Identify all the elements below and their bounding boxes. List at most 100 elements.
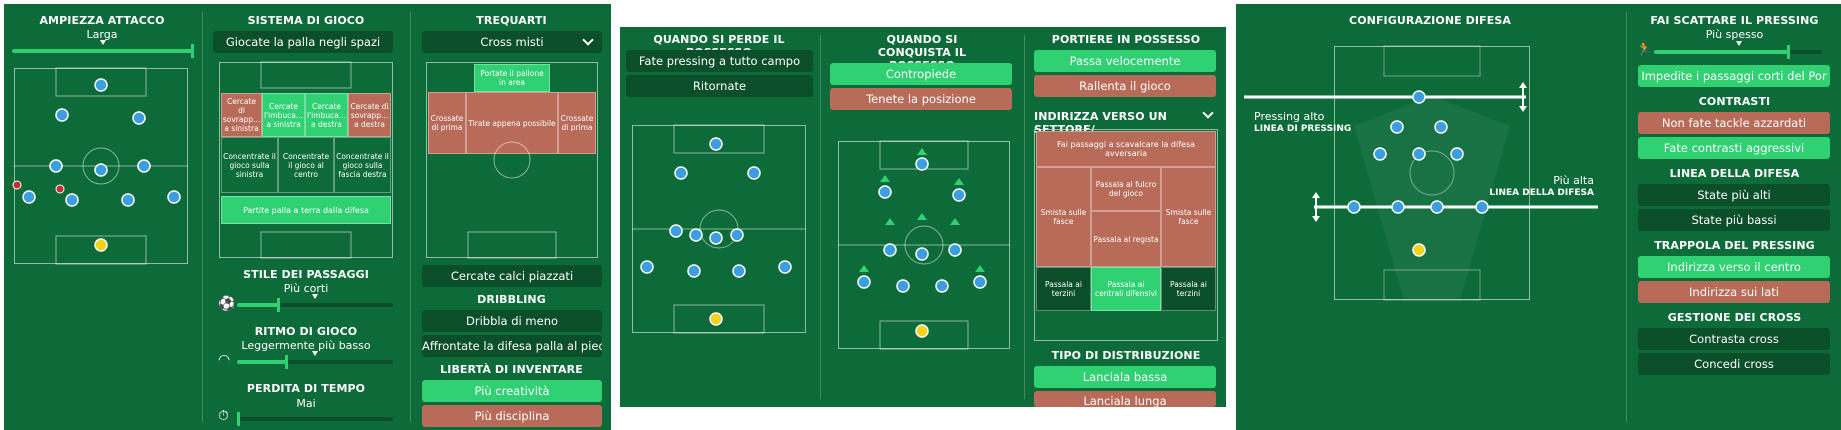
zone-through-right[interactable]: Cercate l'imbuca... a destra <box>305 93 348 137</box>
player-dot <box>948 243 962 257</box>
zone-wings-left[interactable]: Smista sulle fasce <box>1036 167 1091 267</box>
more-discipline-button[interactable]: Più disciplina <box>422 405 602 427</box>
zone-focus-right[interactable]: Concentrate il gioco sulla fascia destra <box>334 137 391 193</box>
zone-playmaker[interactable]: Passala al regista <box>1091 211 1161 267</box>
trap-outside-button[interactable]: Indirizza sui lati <box>1638 281 1830 303</box>
defensive-line-title: LINEA DELLA DIFESA <box>1669 167 1800 180</box>
player-dot <box>22 190 36 204</box>
tempo-slider[interactable] <box>237 351 393 369</box>
stay-on-feet-button[interactable]: Non fate tackle azzardati <box>1638 112 1830 134</box>
regroup-button[interactable]: Ritornate <box>626 75 813 97</box>
run-at-defence-button[interactable]: Affrontate la difesa palla al piede <box>422 335 602 357</box>
forward-arrow-icon <box>954 178 964 185</box>
divider <box>820 35 821 399</box>
player-dot <box>747 166 761 180</box>
slider-knob[interactable] <box>191 44 194 58</box>
crossing-dropdown[interactable]: Cross misti <box>422 31 602 53</box>
slider-knob[interactable] <box>1787 45 1790 59</box>
slider-fill <box>1654 50 1789 54</box>
attack-width-title: AMPIEZZA ATTACCO <box>39 14 165 27</box>
zone-wings-right[interactable]: Smista sulle fasce <box>1161 167 1216 267</box>
attack-width-slider[interactable] <box>12 40 194 58</box>
step-up-button[interactable]: State più alti <box>1638 184 1830 206</box>
get-stuck-in-button[interactable]: Fate contrasti aggressivi <box>1638 137 1830 159</box>
play-system-dropdown[interactable]: Giocate la palla negli spazi <box>213 31 393 53</box>
defensive-lines[interactable] <box>1236 4 1624 304</box>
player-dot <box>137 159 151 173</box>
tempo-title: RITMO DI GIOCO <box>254 325 358 338</box>
player-dot <box>883 243 897 257</box>
stop-crosses-button[interactable]: Contrasta cross <box>1638 328 1830 350</box>
player-dot <box>49 159 63 173</box>
slider-knob[interactable] <box>285 355 288 369</box>
zone-centre-backs[interactable]: Passala ai centrali difensivi <box>1091 267 1161 311</box>
slider-fill <box>12 49 194 53</box>
player-dot <box>65 193 79 207</box>
zone-overlap-left[interactable]: Cercate di sovrapp... a sinistra <box>221 93 262 137</box>
invite-crosses-button[interactable]: Concedi cross <box>1638 353 1830 375</box>
zone-focus-left[interactable]: Concentrate il gioco sulla sinistra <box>221 137 278 193</box>
attack-width-value: Larga <box>86 28 118 41</box>
zone-early-cross-right[interactable]: Crossate di prima <box>558 92 596 154</box>
drop-off-button[interactable]: State più bassi <box>1638 209 1830 231</box>
distribution-type-title: TIPO DI DISTRIBUZIONE <box>1051 349 1201 362</box>
long-kicks-button[interactable]: Lanciala lunga <box>1034 391 1216 407</box>
win-possession-pitch-lines <box>838 140 1010 350</box>
play-system-title: SISTEMA DI GIOCO <box>247 14 365 27</box>
player-dot <box>732 264 746 278</box>
prevent-short-gk-button[interactable]: Impedite i passaggi corti del Por <box>1638 65 1830 87</box>
player-dot <box>167 190 181 204</box>
counter-button[interactable]: Contropiede <box>830 63 1012 85</box>
attack-width-section: AMPIEZZA ATTACCO Larga <box>4 4 200 430</box>
defensive-shape-pitch-lines <box>1354 45 1510 301</box>
hold-shape-button[interactable]: Tenete la posizione <box>830 88 1012 110</box>
player-dot <box>1430 200 1444 214</box>
zone-overlap-right[interactable]: Cercate di sovrapp... a destra <box>348 93 391 137</box>
creative-freedom-title: LIBERTÀ DI INVENTARE <box>440 363 583 376</box>
player-dot <box>669 224 683 238</box>
counter-press-button[interactable]: Fate pressing a tutto campo <box>626 50 813 72</box>
trigger-press-slider[interactable] <box>1654 41 1822 59</box>
dribble-less-button[interactable]: Dribbla di meno <box>422 310 602 332</box>
arrow-down-icon <box>1519 106 1527 112</box>
play-system-pitch-lines <box>260 61 352 259</box>
lose-possession-section: QUANDO SI PERDE IL POSSESSO Fate pressin… <box>620 27 818 407</box>
forward-arrow-icon <box>880 175 890 182</box>
zone-pass-into-space[interactable]: Fai passaggi a scavalcare la difesa avve… <box>1036 131 1216 167</box>
trigger-press-value: Più spesso <box>1705 28 1764 41</box>
passing-style-value: Più corti <box>283 282 329 295</box>
trap-inside-button[interactable]: Indirizza verso il centro <box>1638 256 1830 278</box>
zone-work-into-box[interactable]: Portate il pallone in area <box>474 64 550 92</box>
player-dot <box>1347 200 1361 214</box>
time-wasting-slider[interactable] <box>237 412 393 426</box>
slider-fill <box>237 303 280 307</box>
forward-arrow-icon <box>975 265 985 272</box>
distribute-area-pitch <box>1034 129 1218 341</box>
zone-focus-center[interactable]: Concentrate il gioco al centro <box>278 137 334 193</box>
zone-target-man[interactable]: Passala al fulcro del gioco <box>1091 167 1161 211</box>
zone-through-left[interactable]: Cercate l'imbuca... a sinistra <box>262 93 305 137</box>
zone-play-out-defence[interactable]: Partite palla a terra dalla difesa <box>221 196 391 224</box>
slider-default-marker <box>1736 41 1742 46</box>
zone-full-backs-right[interactable]: Passala ai terzini <box>1161 267 1216 311</box>
lose-possession-players <box>640 137 792 326</box>
slider-knob[interactable] <box>277 298 280 312</box>
defence-panel: CONFIGURAZIONE DIFESA <box>1236 4 1841 430</box>
distribute-quickly-button[interactable]: Passa velocemente <box>1034 50 1216 72</box>
zone-shoot-on-sight[interactable]: Tirate appena possibile <box>466 92 558 154</box>
defensive-line-label: Più alta <box>1553 174 1594 187</box>
roll-it-out-button[interactable]: Lanciala bassa <box>1034 366 1216 388</box>
win-possession-section: QUANDO SI CONQUISTA IL POSSESSO Contropi… <box>822 27 1022 407</box>
slider-knob[interactable] <box>237 412 240 426</box>
player-dot <box>709 231 723 245</box>
more-creative-button[interactable]: Più creatività <box>422 380 602 402</box>
time-wasting-title: PERDITA DI TEMPO <box>246 382 366 395</box>
set-pieces-button[interactable]: Cercate calci piazzati <box>422 265 602 287</box>
defensive-line-sublabel: LINEA DELLA DIFESA <box>1489 188 1594 198</box>
zone-early-cross-left[interactable]: Crossate di prima <box>428 92 466 154</box>
zone-full-backs-left[interactable]: Passala ai terzini <box>1036 267 1091 311</box>
slow-pace-down-button[interactable]: Rallenta il gioco <box>1034 75 1216 97</box>
divider <box>410 12 411 422</box>
passing-style-slider[interactable] <box>237 294 393 312</box>
stopwatch-icon: ⏱ <box>218 408 229 424</box>
